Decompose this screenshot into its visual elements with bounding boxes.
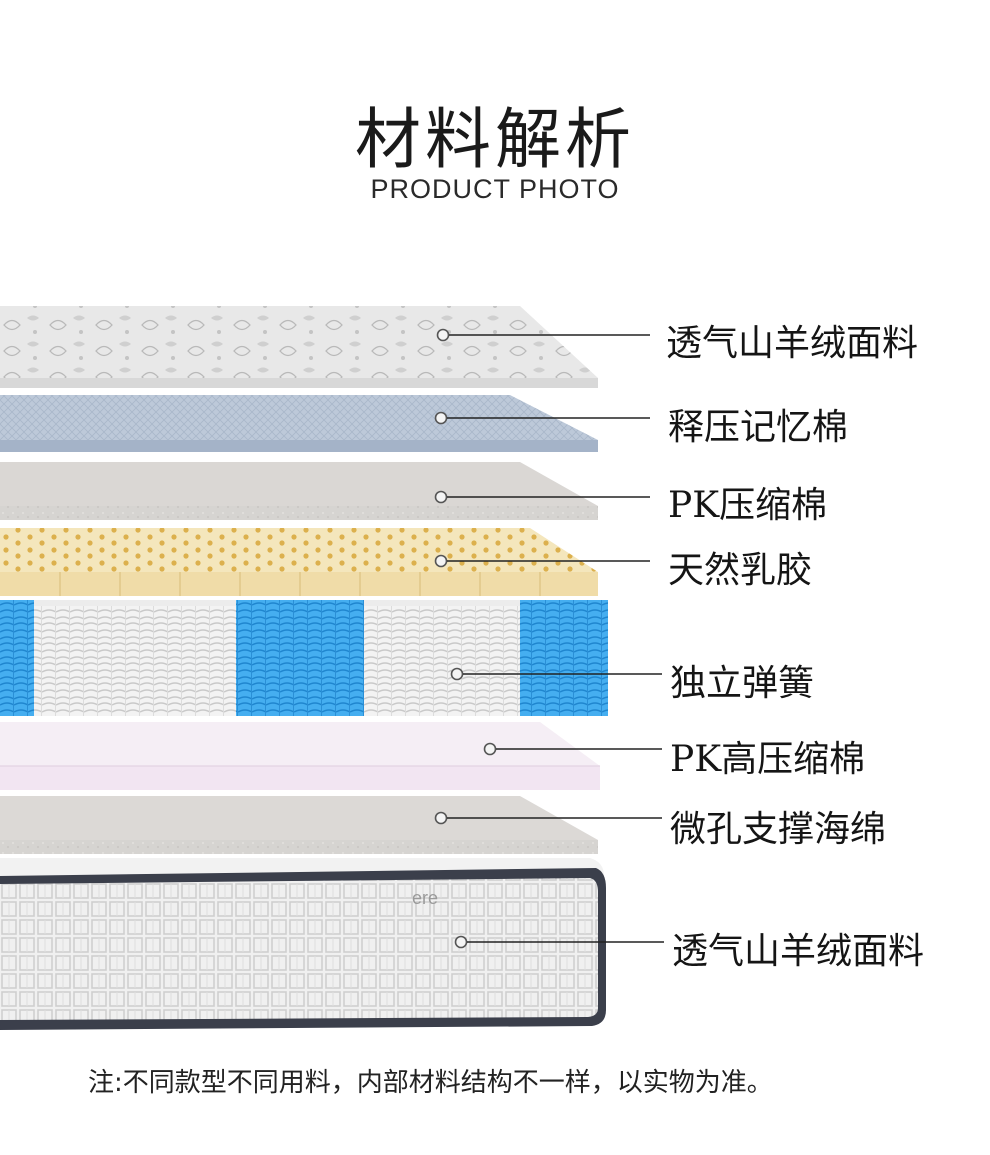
layer-label-pk-cotton: PK压缩棉 [668, 485, 828, 526]
marker-dot [436, 328, 450, 342]
marker-dot [434, 811, 448, 825]
layer-label-fabric-bottom: 透气山羊绒面料 [672, 931, 925, 972]
layer-label-memory-foam: 释压记忆棉 [668, 407, 849, 448]
layer-pk-cotton [0, 462, 650, 520]
layer-memory-foam [0, 395, 650, 452]
mattress-brand-text: ere [412, 888, 438, 908]
layer-label-pk-high-cotton: PK高压缩棉 [670, 739, 866, 780]
marker-dot [454, 935, 468, 949]
layer-pk-high-cotton [0, 722, 662, 790]
footnote: 注:不同款型不同用料，内部材料结构不一样，以实物为准。 [88, 1068, 773, 1098]
page-subtitle: PRODUCT PHOTO [370, 174, 620, 204]
layer-fabric-top [0, 306, 650, 388]
layer-label-support-foam: 微孔支撑海绵 [670, 809, 887, 850]
layer-pocket-springs [0, 600, 662, 716]
layer-support-foam [0, 796, 662, 854]
marker-dot [434, 490, 448, 504]
layer-latex [0, 528, 650, 596]
marker-dot [483, 742, 497, 756]
marker-dot [434, 411, 448, 425]
layer-mattress-base: ere [0, 858, 664, 1030]
layer-label-pocket-springs: 独立弹簧 [670, 663, 815, 704]
page-title: 材料解析 [355, 101, 635, 178]
layer-label-latex: 天然乳胶 [668, 550, 813, 591]
marker-dot [450, 667, 464, 681]
marker-dot [434, 554, 448, 568]
layer-label-fabric-top: 透气山羊绒面料 [666, 323, 919, 364]
